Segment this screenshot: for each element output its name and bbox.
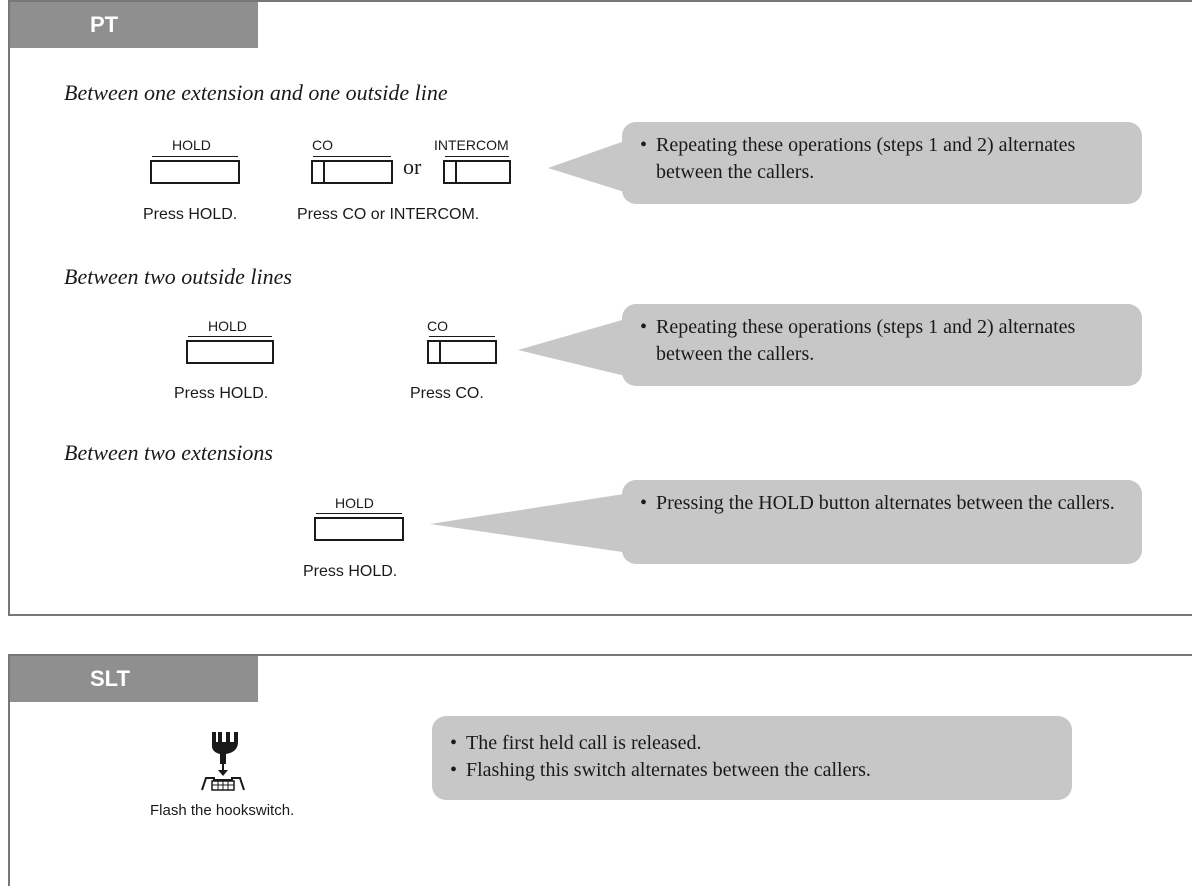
slt-note-text-2: Flashing this switch alternates between …: [450, 757, 1054, 784]
caption-press-co: Press CO.: [410, 385, 484, 402]
hold-button-icon-2: [186, 336, 274, 364]
caption-flash-hookswitch: Flash the hookswitch.: [150, 802, 295, 819]
pt-tab: PT: [10, 2, 258, 48]
note-text-2: Repeating these operations (steps 1 and …: [640, 314, 1124, 368]
co-key-label-2: CO: [427, 318, 448, 334]
slt-tab: SLT: [10, 656, 258, 702]
note-bubble-2: Repeating these operations (steps 1 and …: [622, 304, 1142, 386]
caption-press-hold: Press HOLD.: [143, 206, 238, 223]
slt-note-text-1: The first held call is released.: [450, 730, 1054, 757]
section-heading-two-extensions: Between two extensions: [64, 440, 273, 465]
note-bubble-3: Pressing the HOLD button alternates betw…: [622, 480, 1142, 564]
note-text-1: Repeating these operations (steps 1 and …: [640, 132, 1124, 186]
hold-key-label: HOLD: [172, 137, 211, 153]
co-button-icon: [311, 156, 393, 184]
note-text-3: Pressing the HOLD button alternates betw…: [640, 490, 1124, 517]
co-key-label: CO: [312, 137, 333, 153]
section-heading-extension-outside: Between one extension and one outside li…: [64, 80, 448, 105]
hold-key-label-2: HOLD: [208, 318, 247, 334]
intercom-key-label: INTERCOM: [434, 137, 509, 153]
intercom-button-icon: [443, 156, 511, 184]
hold-button-icon: [150, 156, 240, 184]
hold-button-icon-3: [314, 513, 404, 541]
note-bubble-1: Repeating these operations (steps 1 and …: [622, 122, 1142, 204]
caption-press-hold-3: Press HOLD.: [303, 563, 398, 580]
caption-press-hold-2: Press HOLD.: [174, 385, 269, 402]
hold-key-label-3: HOLD: [335, 495, 374, 511]
or-text: or: [403, 154, 422, 179]
hookswitch-flash-icon: [201, 732, 245, 791]
caption-press-co-intercom: Press CO or INTERCOM.: [297, 206, 480, 223]
section-heading-two-outside: Between two outside lines: [64, 264, 292, 289]
co-button-icon-2: [427, 336, 497, 364]
slt-note-bubble: The first held call is released. Flashin…: [432, 716, 1072, 800]
